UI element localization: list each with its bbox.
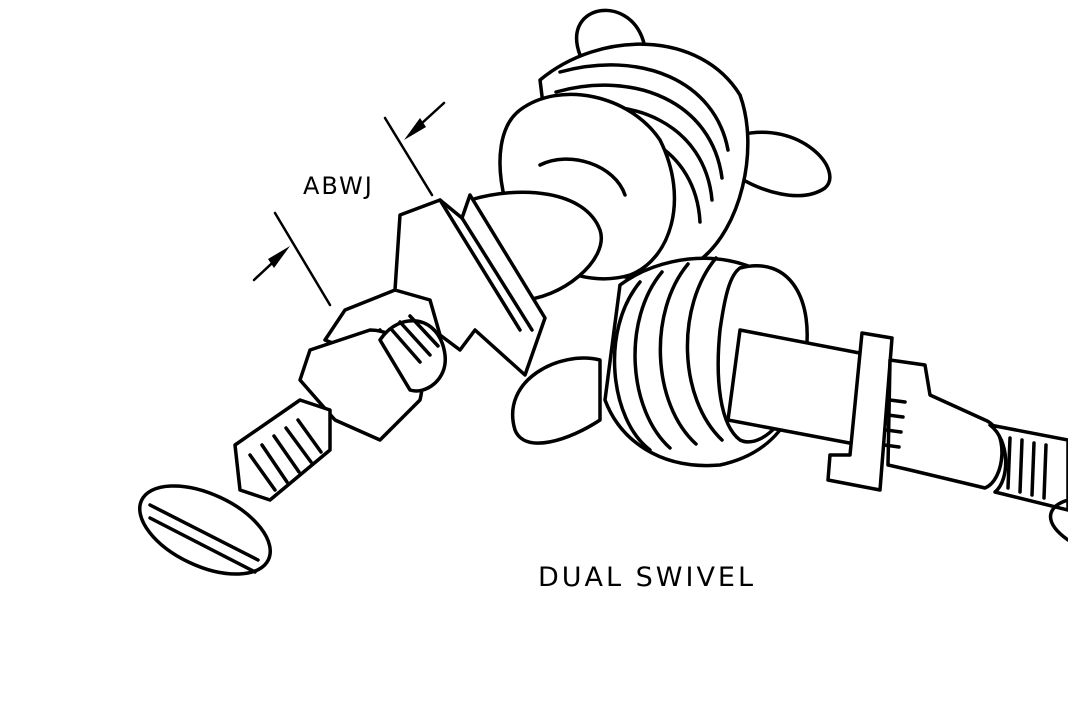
jaw-assembly bbox=[323, 190, 604, 377]
dimension-label: ABWJ bbox=[303, 172, 374, 200]
thumb-screw bbox=[138, 314, 447, 576]
dimension-marker bbox=[252, 101, 446, 307]
figure-caption: DUAL SWIVEL bbox=[538, 562, 757, 593]
right-shaft-assembly bbox=[726, 328, 1068, 542]
